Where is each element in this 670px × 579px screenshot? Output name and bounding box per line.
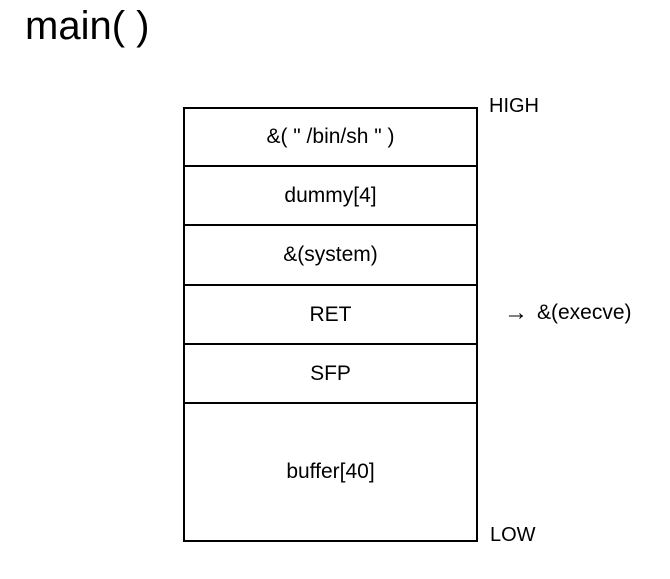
stack-cell-system-address: &(system) xyxy=(185,226,476,286)
stack-cell-binsh-address: &( " /bin/sh " ) xyxy=(185,109,476,167)
diagram-title: main( ) xyxy=(25,4,150,48)
stack-cell-label: buffer[40] xyxy=(286,460,375,483)
stack-cell-label: &( " /bin/sh " ) xyxy=(266,125,395,148)
stack-cell-buffer: buffer[40] xyxy=(185,404,476,540)
stack-cell-label: RET xyxy=(309,302,352,326)
stack-cell-label: dummy[4] xyxy=(284,183,377,207)
stack-frame-box: &( " /bin/sh " ) dummy[4] &(system) RET … xyxy=(183,107,478,542)
stack-cell-ret: RET xyxy=(185,286,476,345)
high-address-label: HIGH xyxy=(489,95,539,117)
stack-cell-dummy: dummy[4] xyxy=(185,167,476,226)
stack-cell-label: &(system) xyxy=(283,243,378,266)
stack-cell-label: SFP xyxy=(310,361,351,385)
ret-target-annotation: → &(execve) xyxy=(504,301,632,325)
arrow-right-icon: → xyxy=(504,299,528,326)
stack-cell-sfp: SFP xyxy=(185,345,476,404)
ret-target-label: &(execve) xyxy=(537,301,632,324)
low-address-label: LOW xyxy=(490,524,536,546)
